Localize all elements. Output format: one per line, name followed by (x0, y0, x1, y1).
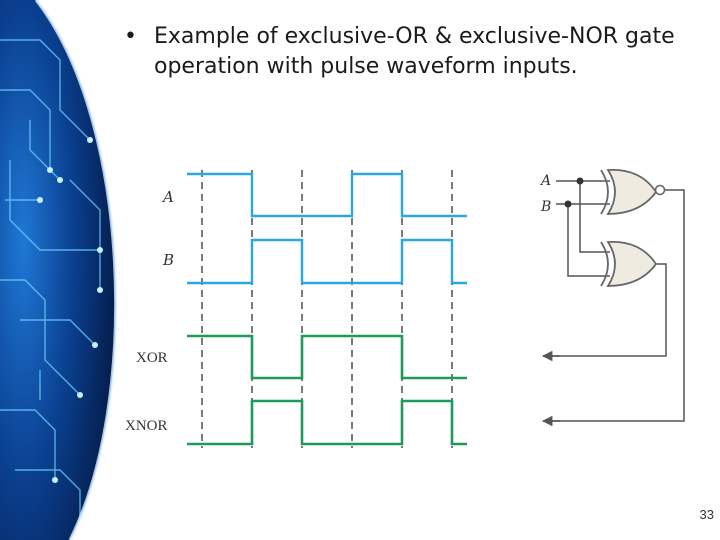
waveform-xor (187, 334, 467, 380)
gate-input-label-b: B (540, 199, 551, 215)
waveform-xnor (187, 399, 467, 446)
bullet-dot: • (124, 24, 137, 49)
junction-dot-b (564, 200, 572, 208)
page-number: 33 (699, 507, 714, 522)
timing-guide-lines (201, 170, 453, 448)
waveform-b (187, 238, 467, 285)
label-xor: XOR (136, 350, 168, 366)
circuit-wiring (543, 180, 685, 422)
background-shape (0, 0, 116, 540)
waveform-a (187, 172, 467, 218)
slide-bullet: • Example of exclusive-OR & exclusive-NO… (124, 22, 684, 82)
label-b: B (162, 251, 174, 269)
junction-dot-a (576, 177, 584, 185)
bullet-text: Example of exclusive-OR & exclusive-NOR … (154, 24, 675, 79)
gate-input-label-a: A (539, 173, 551, 189)
label-xnor: XNOR (125, 418, 168, 434)
xor-gate (600, 241, 658, 287)
xnor-gate (600, 169, 666, 215)
label-a: A (161, 188, 174, 206)
